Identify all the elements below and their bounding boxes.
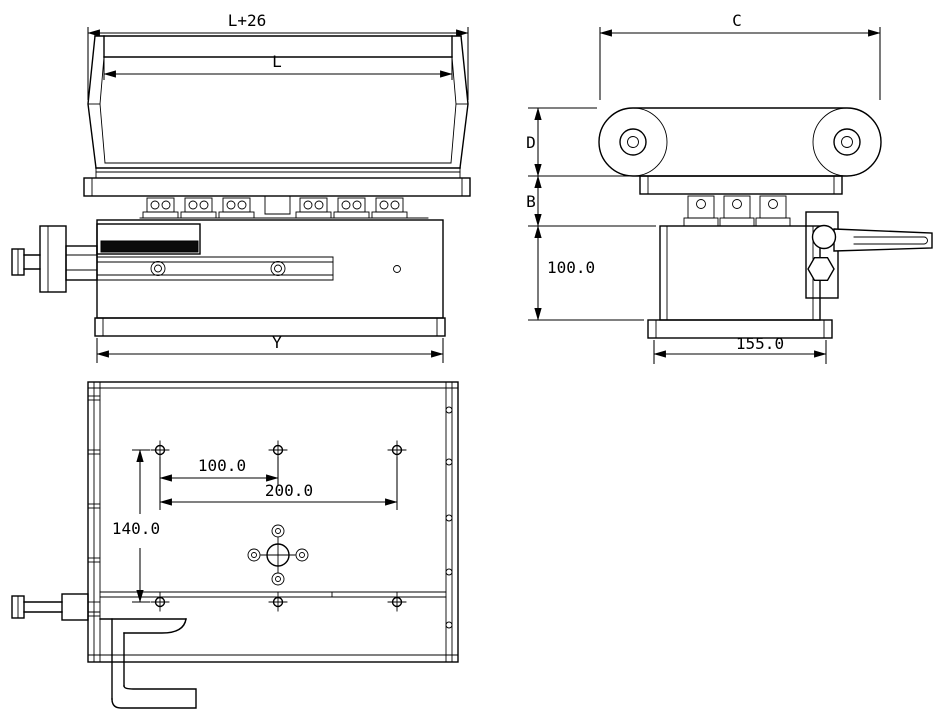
feed-screw-assembly [11, 225, 98, 293]
clamp-block [755, 195, 791, 227]
dim-label-base-width: Y [272, 333, 282, 352]
dim-table-length: L [103, 52, 453, 80]
tilt-table-platform [87, 35, 469, 179]
lever-handle [833, 228, 933, 252]
rocker-boss [598, 107, 668, 177]
clamp-arm-bracket [99, 618, 197, 709]
clamp-bar [100, 240, 199, 253]
plan-dim-200: 200.0 [159, 457, 398, 510]
dim-label-body-height: 100.0 [547, 258, 595, 277]
dim-label-rocker-height: D [526, 133, 536, 152]
rail-screw [270, 261, 286, 276]
clamp-block [218, 197, 255, 219]
clamp-block [719, 195, 755, 227]
mounting-hole [268, 440, 288, 460]
plan-outline [87, 381, 459, 663]
clamp-row-side [683, 195, 791, 227]
plan-dim-140: 140.0 [112, 449, 160, 603]
clamp-block [295, 197, 332, 219]
mounting-plate-side [639, 175, 843, 195]
dim-overall-width: L+26 [87, 11, 469, 100]
pivot-hole [619, 128, 647, 156]
pattern-hole [271, 572, 285, 586]
front-view: L+26 L [11, 11, 471, 363]
dim-label-overall-width: L+26 [228, 11, 267, 30]
stage-body-side [659, 225, 821, 321]
rocker-cradle [598, 107, 882, 177]
clamp-block [180, 197, 217, 219]
body-hole [393, 265, 401, 273]
mounting-plate-front [83, 177, 471, 197]
plan-rail-edge [99, 591, 447, 598]
dim-chain-left: D B 100.0 [526, 107, 656, 321]
center-bolt-pattern [247, 524, 309, 586]
clamp-lever-assembly [805, 211, 933, 299]
motor-block [96, 223, 201, 255]
mounting-hole [150, 440, 170, 460]
base-plate-front [94, 317, 446, 337]
pattern-hole [295, 548, 309, 562]
plan-dim-100: 100.0 [159, 456, 279, 510]
screw-bracket [39, 225, 67, 293]
dim-base-width: Y [96, 333, 444, 363]
stage-body-front [96, 219, 444, 319]
pivot-hole [833, 128, 861, 156]
dim-base-depth: 155.0 [653, 334, 827, 364]
mounting-holes [150, 440, 407, 612]
dim-overall-depth: C [599, 11, 881, 100]
clamp-block [683, 195, 719, 227]
plan-view: 100.0 200.0 140.0 [11, 381, 459, 709]
guide-rail [96, 256, 334, 281]
clamp-block [371, 197, 408, 219]
rail-screw [150, 261, 166, 276]
pattern-hole [247, 548, 261, 562]
clamp-block [333, 197, 370, 219]
rocker-boss [812, 107, 882, 177]
hex-nut [807, 257, 835, 281]
dim-label-clamp-gap: B [526, 192, 536, 211]
side-view: C [526, 11, 933, 364]
dim-label-table-length: L [272, 52, 282, 71]
pattern-hole [271, 524, 285, 538]
mounting-hole [268, 592, 288, 612]
mounting-hole [387, 592, 407, 612]
dim-label-hole-pitch-large: 200.0 [265, 481, 313, 500]
clamp-block [142, 197, 179, 219]
dim-label-hole-pitch-small: 100.0 [198, 456, 246, 475]
edge-slots-left [87, 395, 101, 617]
clamp-row-front [139, 195, 429, 219]
edge-holes-right [445, 406, 453, 629]
lever-mount-plate [805, 211, 839, 299]
feed-screw-plan [11, 593, 101, 621]
base-plate-side [647, 319, 833, 339]
lever-cam [811, 224, 837, 250]
dim-label-hole-pitch-vertical: 140.0 [112, 519, 160, 538]
dim-label-base-depth: 155.0 [736, 334, 784, 353]
mounting-hole [150, 592, 170, 612]
mounting-hole [387, 440, 407, 460]
dim-label-overall-depth: C [732, 11, 742, 30]
